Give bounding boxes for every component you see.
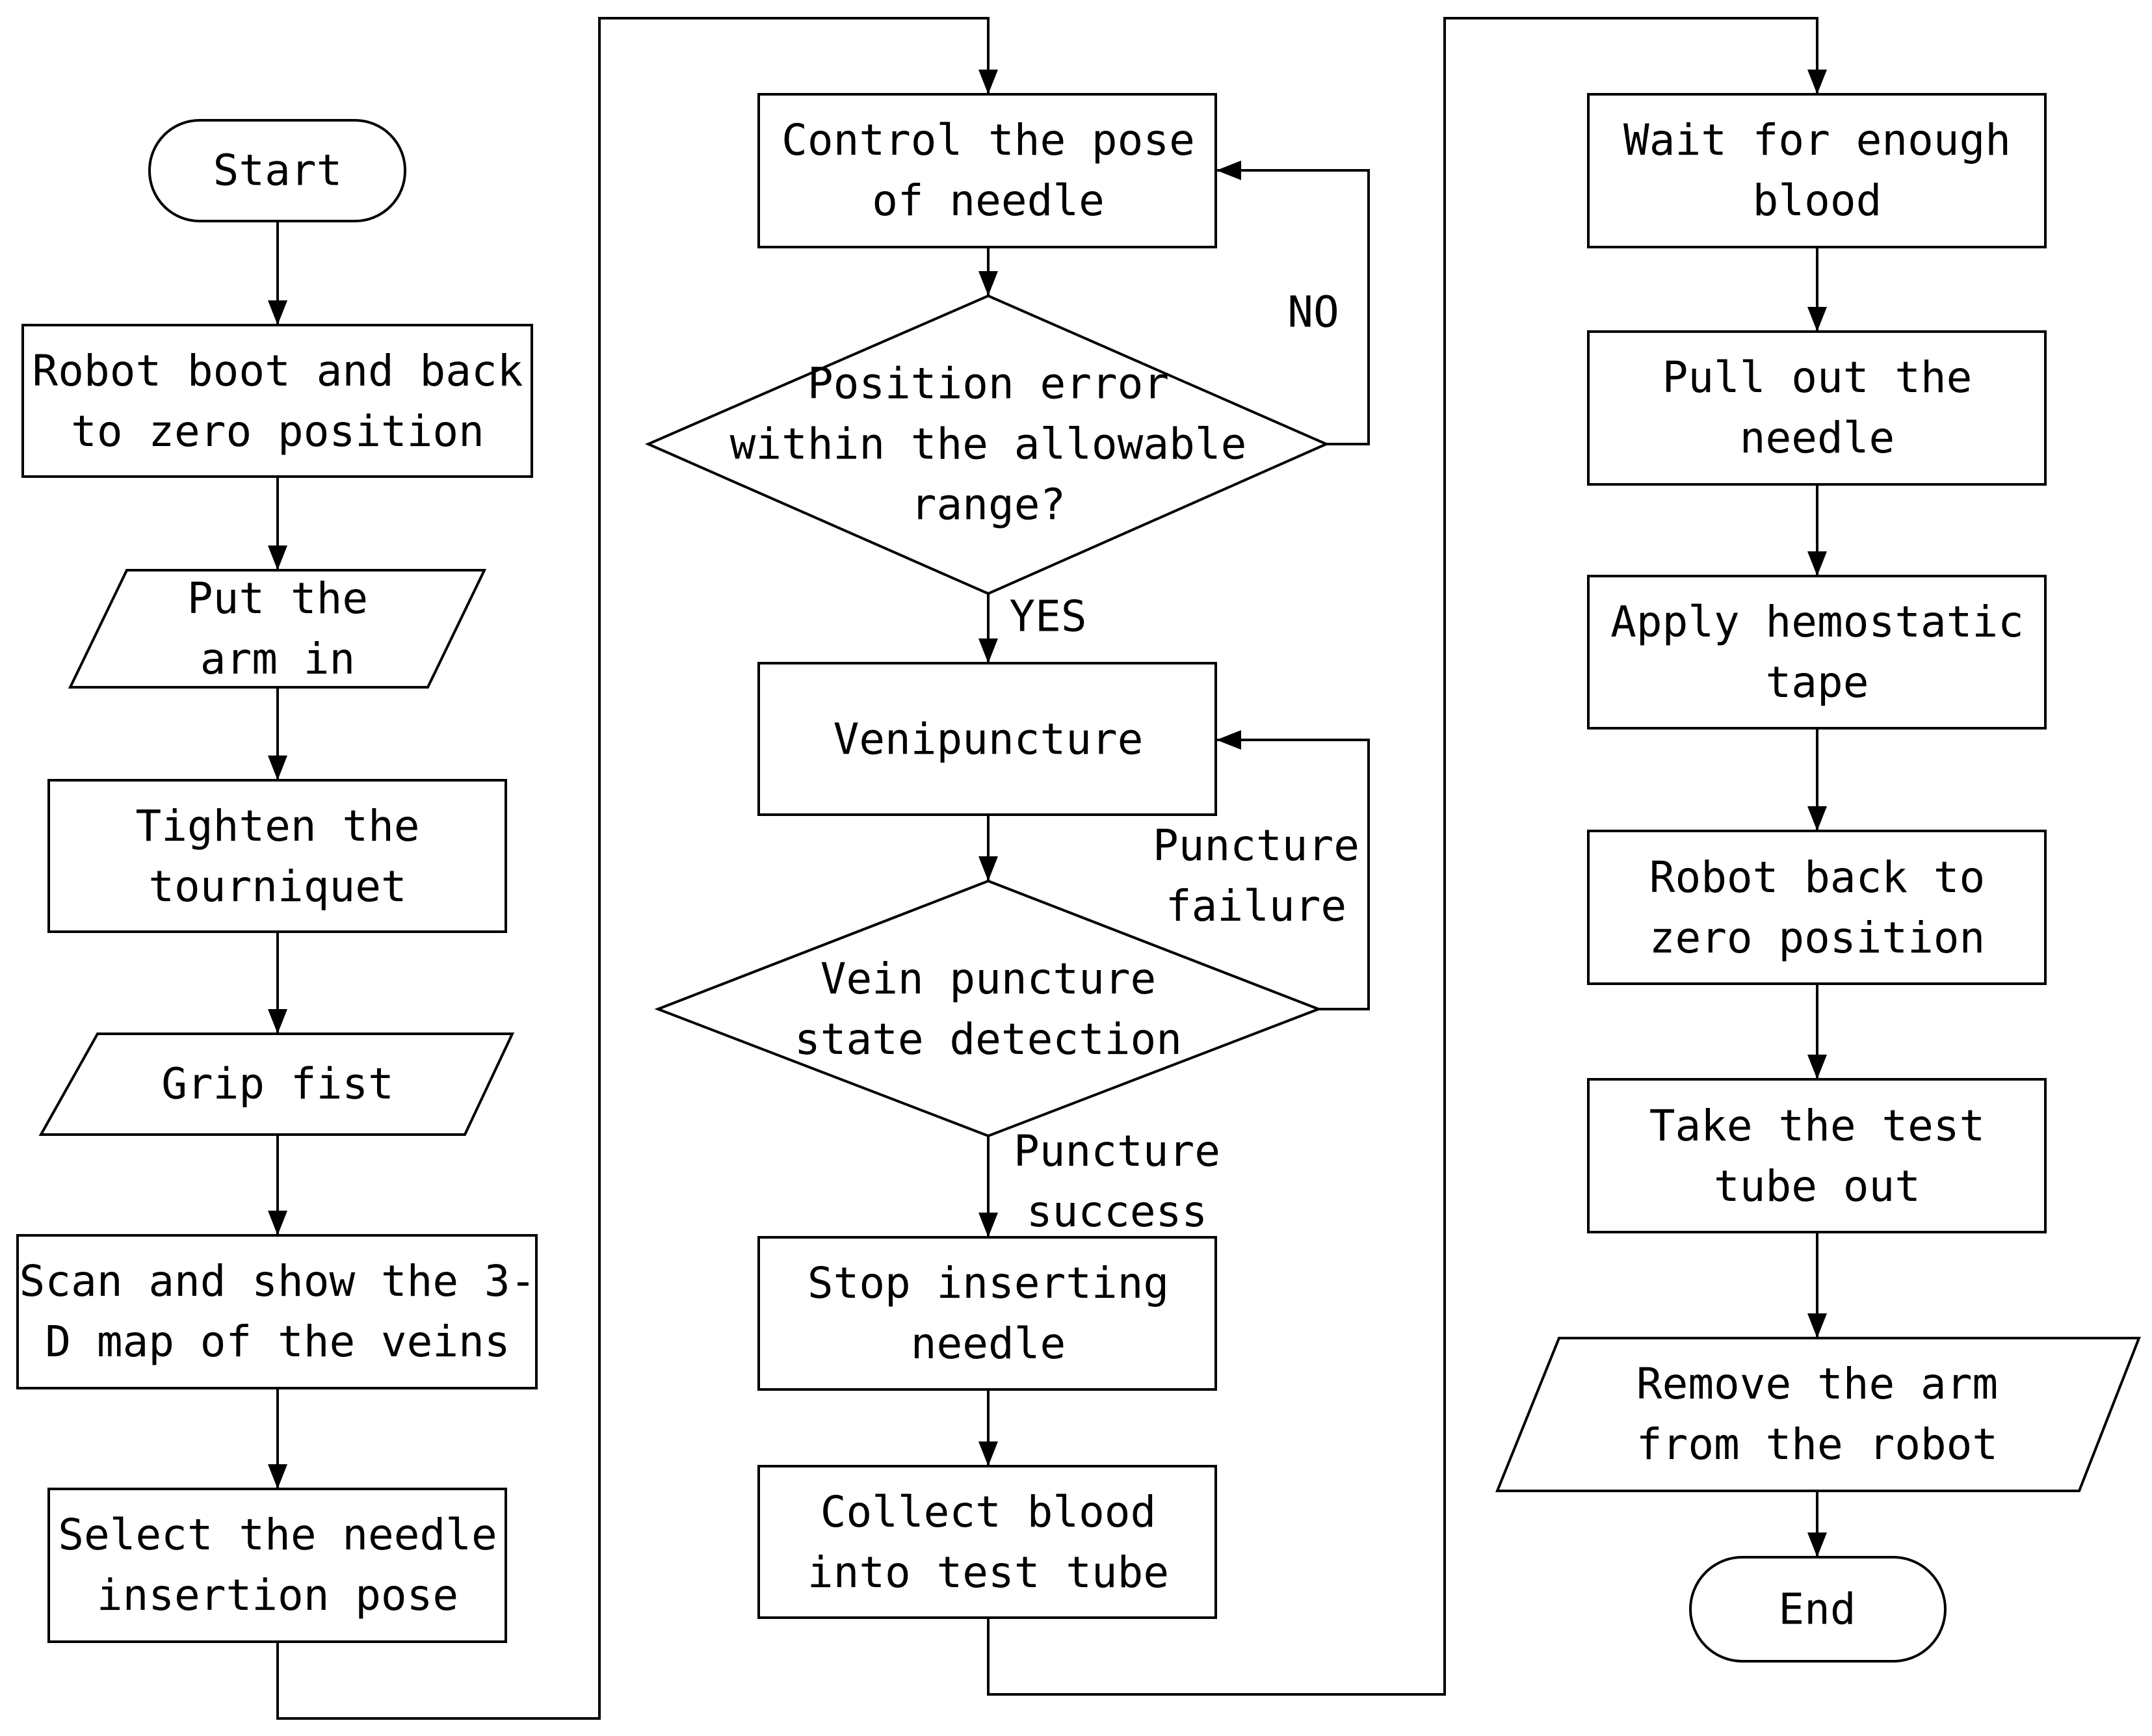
edge-label-no: NO [1287, 287, 1339, 337]
edge-label-no-text-line: NO [1287, 287, 1339, 337]
node-pull-needle: Pull out the needle [1587, 330, 2047, 486]
node-pull-needle-text-line: Pull out the [1662, 352, 1973, 402]
edge-label-yes: YES [1009, 592, 1086, 642]
edge-label-puncture-failure-text-line: Puncture [1153, 821, 1359, 871]
node-take-tube-text-line: tube out [1714, 1161, 1921, 1211]
node-robot-boot-text-line: Robot boot and back [33, 346, 523, 396]
node-select-pose-text-line: Select the needle [58, 1510, 497, 1560]
node-tighten-tourniquet: Tighten the tourniquet [47, 779, 507, 933]
edge-detection-failure-loop [1216, 730, 1370, 1010]
node-remove-arm-text-line: Remove the arm [1636, 1359, 1998, 1409]
node-robot-back-text-line: Robot back to [1649, 852, 1986, 902]
node-stop-inserting: Stop inserting needle [757, 1236, 1217, 1391]
node-position-check-text-line: within the allowable [730, 419, 1247, 469]
node-control-pose: Control the pose of needle [757, 93, 1217, 248]
edge-label-puncture-success: Puncture success [1014, 1126, 1220, 1237]
edge-collect-to-wait [987, 17, 1827, 1696]
node-robot-boot-text-line: to zero position [71, 406, 484, 456]
node-start: Start [148, 119, 406, 222]
node-grip-fist-text-line: Grip fist [161, 1059, 394, 1109]
node-wait-blood-text-line: blood [1753, 176, 1882, 226]
node-remove-arm: Remove the arm from the robot [1495, 1337, 2141, 1492]
node-apply-tape-text-line: Apply hemostatic [1610, 597, 2024, 647]
node-position-check-text-line: range? [911, 480, 1066, 530]
node-take-tube-text-line: Take the test [1649, 1101, 1986, 1151]
node-collect-blood-text-line: Collect blood [820, 1487, 1157, 1537]
node-scan-veins-text-line: D map of the veins [45, 1317, 510, 1367]
node-state-detection-text-line: state detection [794, 1014, 1182, 1064]
node-state-detection-text-line: Vein puncture [820, 954, 1157, 1004]
node-venipuncture-text-line: Venipuncture [833, 715, 1144, 765]
node-collect-blood: Collect blood into test tube [757, 1465, 1217, 1619]
edge-select-pose-to-control-pose [276, 17, 998, 1720]
node-put-arm-text-line: arm in [200, 634, 355, 684]
node-grip-fist: Grip fist [38, 1032, 515, 1136]
edges [268, 17, 1827, 1720]
node-end-text-line: End [1778, 1585, 1856, 1635]
edge-label-puncture-success-text-line: Puncture [1014, 1126, 1220, 1176]
node-robot-back-text-line: zero position [1649, 913, 1986, 963]
node-scan-veins-text-line: Scan and show the 3- [20, 1256, 536, 1306]
node-select-pose: Select the needle insertion pose [47, 1488, 507, 1643]
node-stop-inserting-text-line: needle [911, 1319, 1066, 1369]
node-start-text-line: Start [213, 146, 343, 196]
node-remove-arm-text-line: from the robot [1636, 1419, 1998, 1469]
node-position-check-text-line: Position error [807, 359, 1169, 409]
node-pull-needle-text-line: needle [1740, 413, 1895, 463]
edge-label-yes-text-line: YES [1009, 592, 1086, 642]
node-collect-blood-text-line: into test tube [807, 1547, 1169, 1598]
node-stop-inserting-text-line: Stop inserting [807, 1258, 1169, 1308]
node-state-detection: Vein puncture state detection [654, 879, 1322, 1138]
edge-label-puncture-failure-text-line: failure [1166, 881, 1346, 931]
node-select-pose-text-line: insertion pose [97, 1570, 458, 1620]
node-tighten-tourniquet-text-line: tourniquet [148, 861, 406, 912]
node-tighten-tourniquet-text-line: Tighten the [135, 801, 419, 851]
node-put-arm: Put the arm in [68, 569, 487, 689]
node-put-arm-text-line: Put the [187, 573, 368, 624]
node-robot-boot: Robot boot and back to zero position [21, 324, 533, 478]
node-venipuncture: Venipuncture [757, 662, 1217, 816]
edge-label-puncture-success-text-line: success [1027, 1187, 1207, 1237]
node-wait-blood-text-line: Wait for enough [1623, 115, 2011, 165]
node-position-check: Position error within the allowable range? [645, 294, 1330, 596]
node-scan-veins: Scan and show the 3- D map of the veins [16, 1234, 538, 1389]
node-wait-blood: Wait for enough blood [1587, 93, 2047, 248]
node-take-tube: Take the test tube out [1587, 1078, 2047, 1233]
node-apply-tape: Apply hemostatic tape [1587, 575, 2047, 730]
node-control-pose-text-line: Control the pose [781, 115, 1195, 165]
node-control-pose-text-line: of needle [872, 176, 1105, 226]
node-end: End [1689, 1556, 1947, 1663]
node-apply-tape-text-line: tape [1766, 657, 1869, 707]
node-robot-back: Robot back to zero position [1587, 830, 2047, 985]
edge-label-puncture-failure: Puncture failure [1153, 821, 1359, 931]
edge-position-check-no-loop [1216, 161, 1370, 445]
